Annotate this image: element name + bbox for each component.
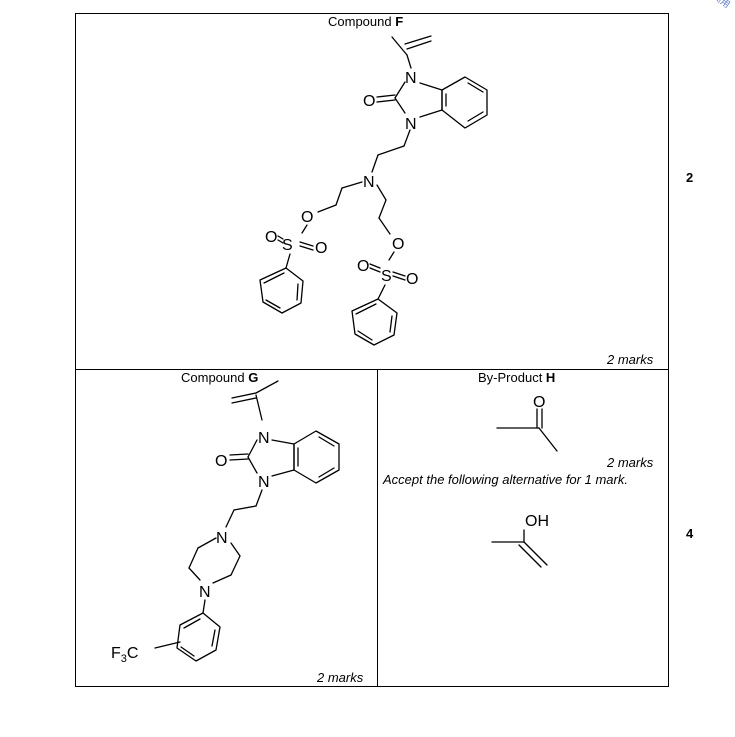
compound-f-title: Compound F xyxy=(328,14,404,29)
compound-f-marks: 2 marks xyxy=(607,352,654,367)
alternative-structure: OH xyxy=(491,513,549,568)
atom-g-n-4: N xyxy=(199,584,211,601)
by-product-h-title: By-Product H xyxy=(478,370,556,385)
atom-n-2: N xyxy=(405,116,417,133)
atom-n-1: N xyxy=(405,70,417,87)
atom-s-right: S xyxy=(381,268,392,285)
atom-g-n-1: N xyxy=(258,430,270,447)
atom-g-n-3: N xyxy=(216,530,228,547)
atom-s-left: S xyxy=(282,237,293,254)
atom-o-right-2: O xyxy=(357,258,369,275)
atom-h-o: O xyxy=(533,394,545,411)
by-product-h-marks: 2 marks xyxy=(607,455,654,470)
atom-o-right: O xyxy=(392,236,404,253)
atom-g-n-2: N xyxy=(258,474,270,491)
question-marks-total-2: 4 xyxy=(686,526,694,541)
alternative-note: Accept the following alternative for 1 m… xyxy=(383,472,628,487)
atom-alt-oh: OH xyxy=(525,513,549,530)
atom-o-right-3: O xyxy=(406,271,418,288)
atom-o-left-2: O xyxy=(265,229,277,246)
compound-g-title: Compound G xyxy=(181,370,259,385)
by-product-h-box xyxy=(377,369,669,687)
compound-g-marks: 2 marks xyxy=(317,670,364,685)
question-marks-total-1: 2 xyxy=(686,170,694,185)
atom-g-f3c: F3C xyxy=(111,645,138,665)
atom-o-carbonyl: O xyxy=(363,93,375,110)
atom-g-o: O xyxy=(215,453,227,470)
atom-o-left-3: O xyxy=(315,240,327,257)
by-product-h-structure: O xyxy=(496,394,558,452)
compound-f-structure: N N O N O S O O xyxy=(259,35,488,346)
compound-g-structure: N N O N N F3C xyxy=(111,380,340,665)
atom-o-left: O xyxy=(301,209,313,226)
atom-n-amine: N xyxy=(363,174,375,191)
